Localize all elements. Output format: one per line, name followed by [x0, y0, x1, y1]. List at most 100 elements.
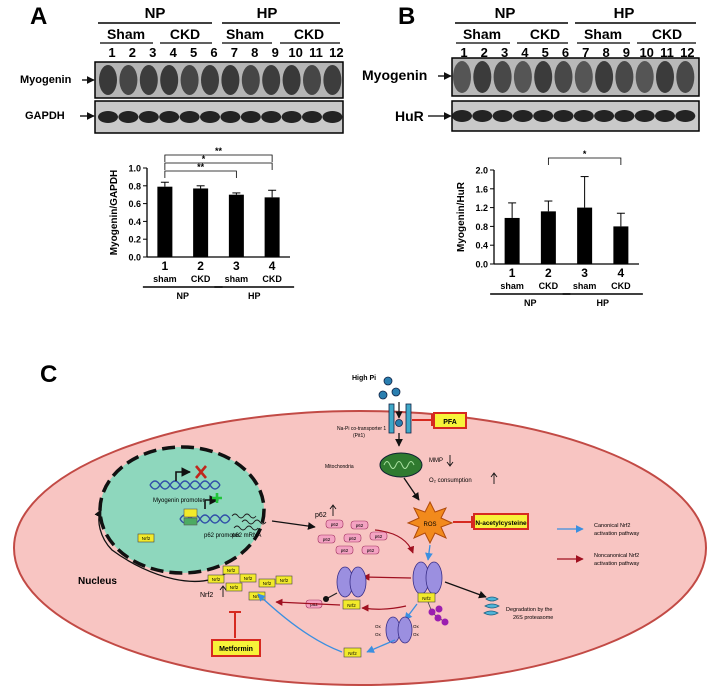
p62-promoter-label: p62 promoter [204, 533, 240, 539]
significance-bracket [164, 170, 237, 178]
nrf2-protein [258, 578, 276, 588]
condition-label: sham [500, 281, 524, 291]
condition-label: CKD [611, 281, 631, 291]
metformin-label: Metformin [219, 646, 253, 653]
nac-label: N-acetylcysteine [475, 520, 527, 527]
lane-number: 8 [251, 45, 258, 60]
x-tick-label: 3 [233, 259, 240, 273]
blot-band [473, 61, 492, 93]
p62-protein [369, 531, 388, 541]
svg-text:p62: p62 [356, 523, 364, 528]
x-mark-icon [195, 465, 207, 479]
svg-text:Nrf2: Nrf2 [422, 596, 431, 601]
panel-a-group-np: NP [145, 5, 166, 22]
x-tick-label: 2 [197, 259, 204, 273]
significance-bracket [164, 154, 273, 162]
nrf2-protein [222, 565, 240, 575]
mitochondria-label: Mitochondria [325, 464, 354, 470]
y-tick-label: 1.6 [475, 184, 488, 194]
svg-text:Ox: Ox [375, 624, 382, 629]
svg-text:Nrf2: Nrf2 [280, 578, 289, 583]
lane-number: 7 [231, 45, 238, 60]
p62-protein [335, 545, 354, 555]
blot-band [676, 61, 695, 93]
significance-bracket [164, 162, 273, 170]
svg-text:Nrf2: Nrf2 [212, 577, 221, 582]
metformin-inhibition [229, 611, 241, 638]
dna-p62 [179, 493, 231, 526]
panel-c-letter: C [40, 361, 57, 388]
lane-number: 10 [639, 45, 653, 60]
condition-label: CKD [539, 281, 559, 291]
bar [577, 207, 593, 264]
group-label: HP [248, 291, 261, 301]
blot-band [574, 61, 593, 93]
nrf2-up-arrow [219, 585, 227, 597]
panel-a-sub-ckd-np: CKD [170, 26, 200, 42]
group-label: NP [176, 291, 189, 301]
blot-band [302, 111, 322, 123]
nrf2-protein [207, 574, 225, 584]
bar [613, 226, 629, 264]
panel-c: C Nucleus Myogenin promoter p62 promoter [13, 361, 707, 686]
legend-canonical-1: Canonical Nrf2 [594, 523, 630, 529]
keap1-complex: Nrf2 [412, 561, 449, 626]
blot-band [322, 111, 343, 123]
o2-label: O₂ consumption [429, 478, 472, 484]
lane-number: 12 [680, 45, 694, 60]
svg-text:Nrf2: Nrf2 [142, 536, 151, 541]
significance-label: ** [215, 146, 223, 156]
lane-number: 5 [542, 45, 549, 60]
y-tick-label: 1.2 [475, 203, 488, 213]
panel-b-sub-sham-np: Sham [463, 26, 501, 42]
blot-band [220, 111, 241, 123]
blot-band [118, 111, 139, 123]
panel-a-blot-label-myogenin: Myogenin [20, 74, 72, 86]
dna-myogenin [149, 465, 221, 490]
y-tick-label: 1.0 [128, 164, 141, 174]
blot-band [179, 111, 200, 123]
proteasome-icon [483, 596, 500, 616]
lane-number: 2 [481, 45, 488, 60]
panel-b-sub-sham-hp: Sham [584, 26, 622, 42]
pfa-label: PFA [443, 419, 457, 426]
blot-band [453, 61, 471, 93]
blot-band [533, 110, 554, 122]
panel-b-letter: B [398, 3, 415, 30]
blot-band [200, 111, 220, 123]
panel-b-sub-ckd-hp: CKD [652, 26, 682, 42]
blot-band [99, 65, 117, 95]
panel-a-chart-ylabel: Myogenin/GAPDH [109, 170, 120, 256]
plus-icon [212, 493, 222, 503]
p62-mrna [231, 513, 267, 531]
lane-number: 10 [288, 45, 302, 60]
group-label: HP [596, 298, 609, 308]
condition-label: CKD [191, 274, 211, 284]
o2-up-arrow [490, 472, 498, 484]
blot-band [554, 61, 573, 93]
svg-text:Nrf2: Nrf2 [347, 603, 356, 608]
metformin-box [211, 639, 261, 657]
blot-band [221, 65, 240, 95]
p62-protein [325, 519, 344, 529]
x-tick-label: 4 [618, 266, 625, 280]
blot-band [281, 111, 302, 123]
p62-mrna-label: p62 mRNA [232, 533, 261, 539]
lane-number: 2 [129, 45, 136, 60]
high-pi-label: High Pi [352, 375, 376, 382]
bar [540, 211, 556, 264]
y-tick-label: 0.6 [128, 199, 141, 209]
condition-label: CKD [262, 274, 282, 284]
x-tick-label: 1 [162, 259, 169, 273]
svg-text:Ox: Ox [413, 624, 420, 629]
pfa-inhibition [412, 414, 433, 426]
blot-band [615, 61, 634, 93]
oxidized-keap1: Ox Ox Ox Ox [375, 616, 420, 644]
x-tick-label: 2 [545, 266, 552, 280]
blot-band [553, 110, 574, 122]
nrf2-protein [239, 573, 257, 583]
